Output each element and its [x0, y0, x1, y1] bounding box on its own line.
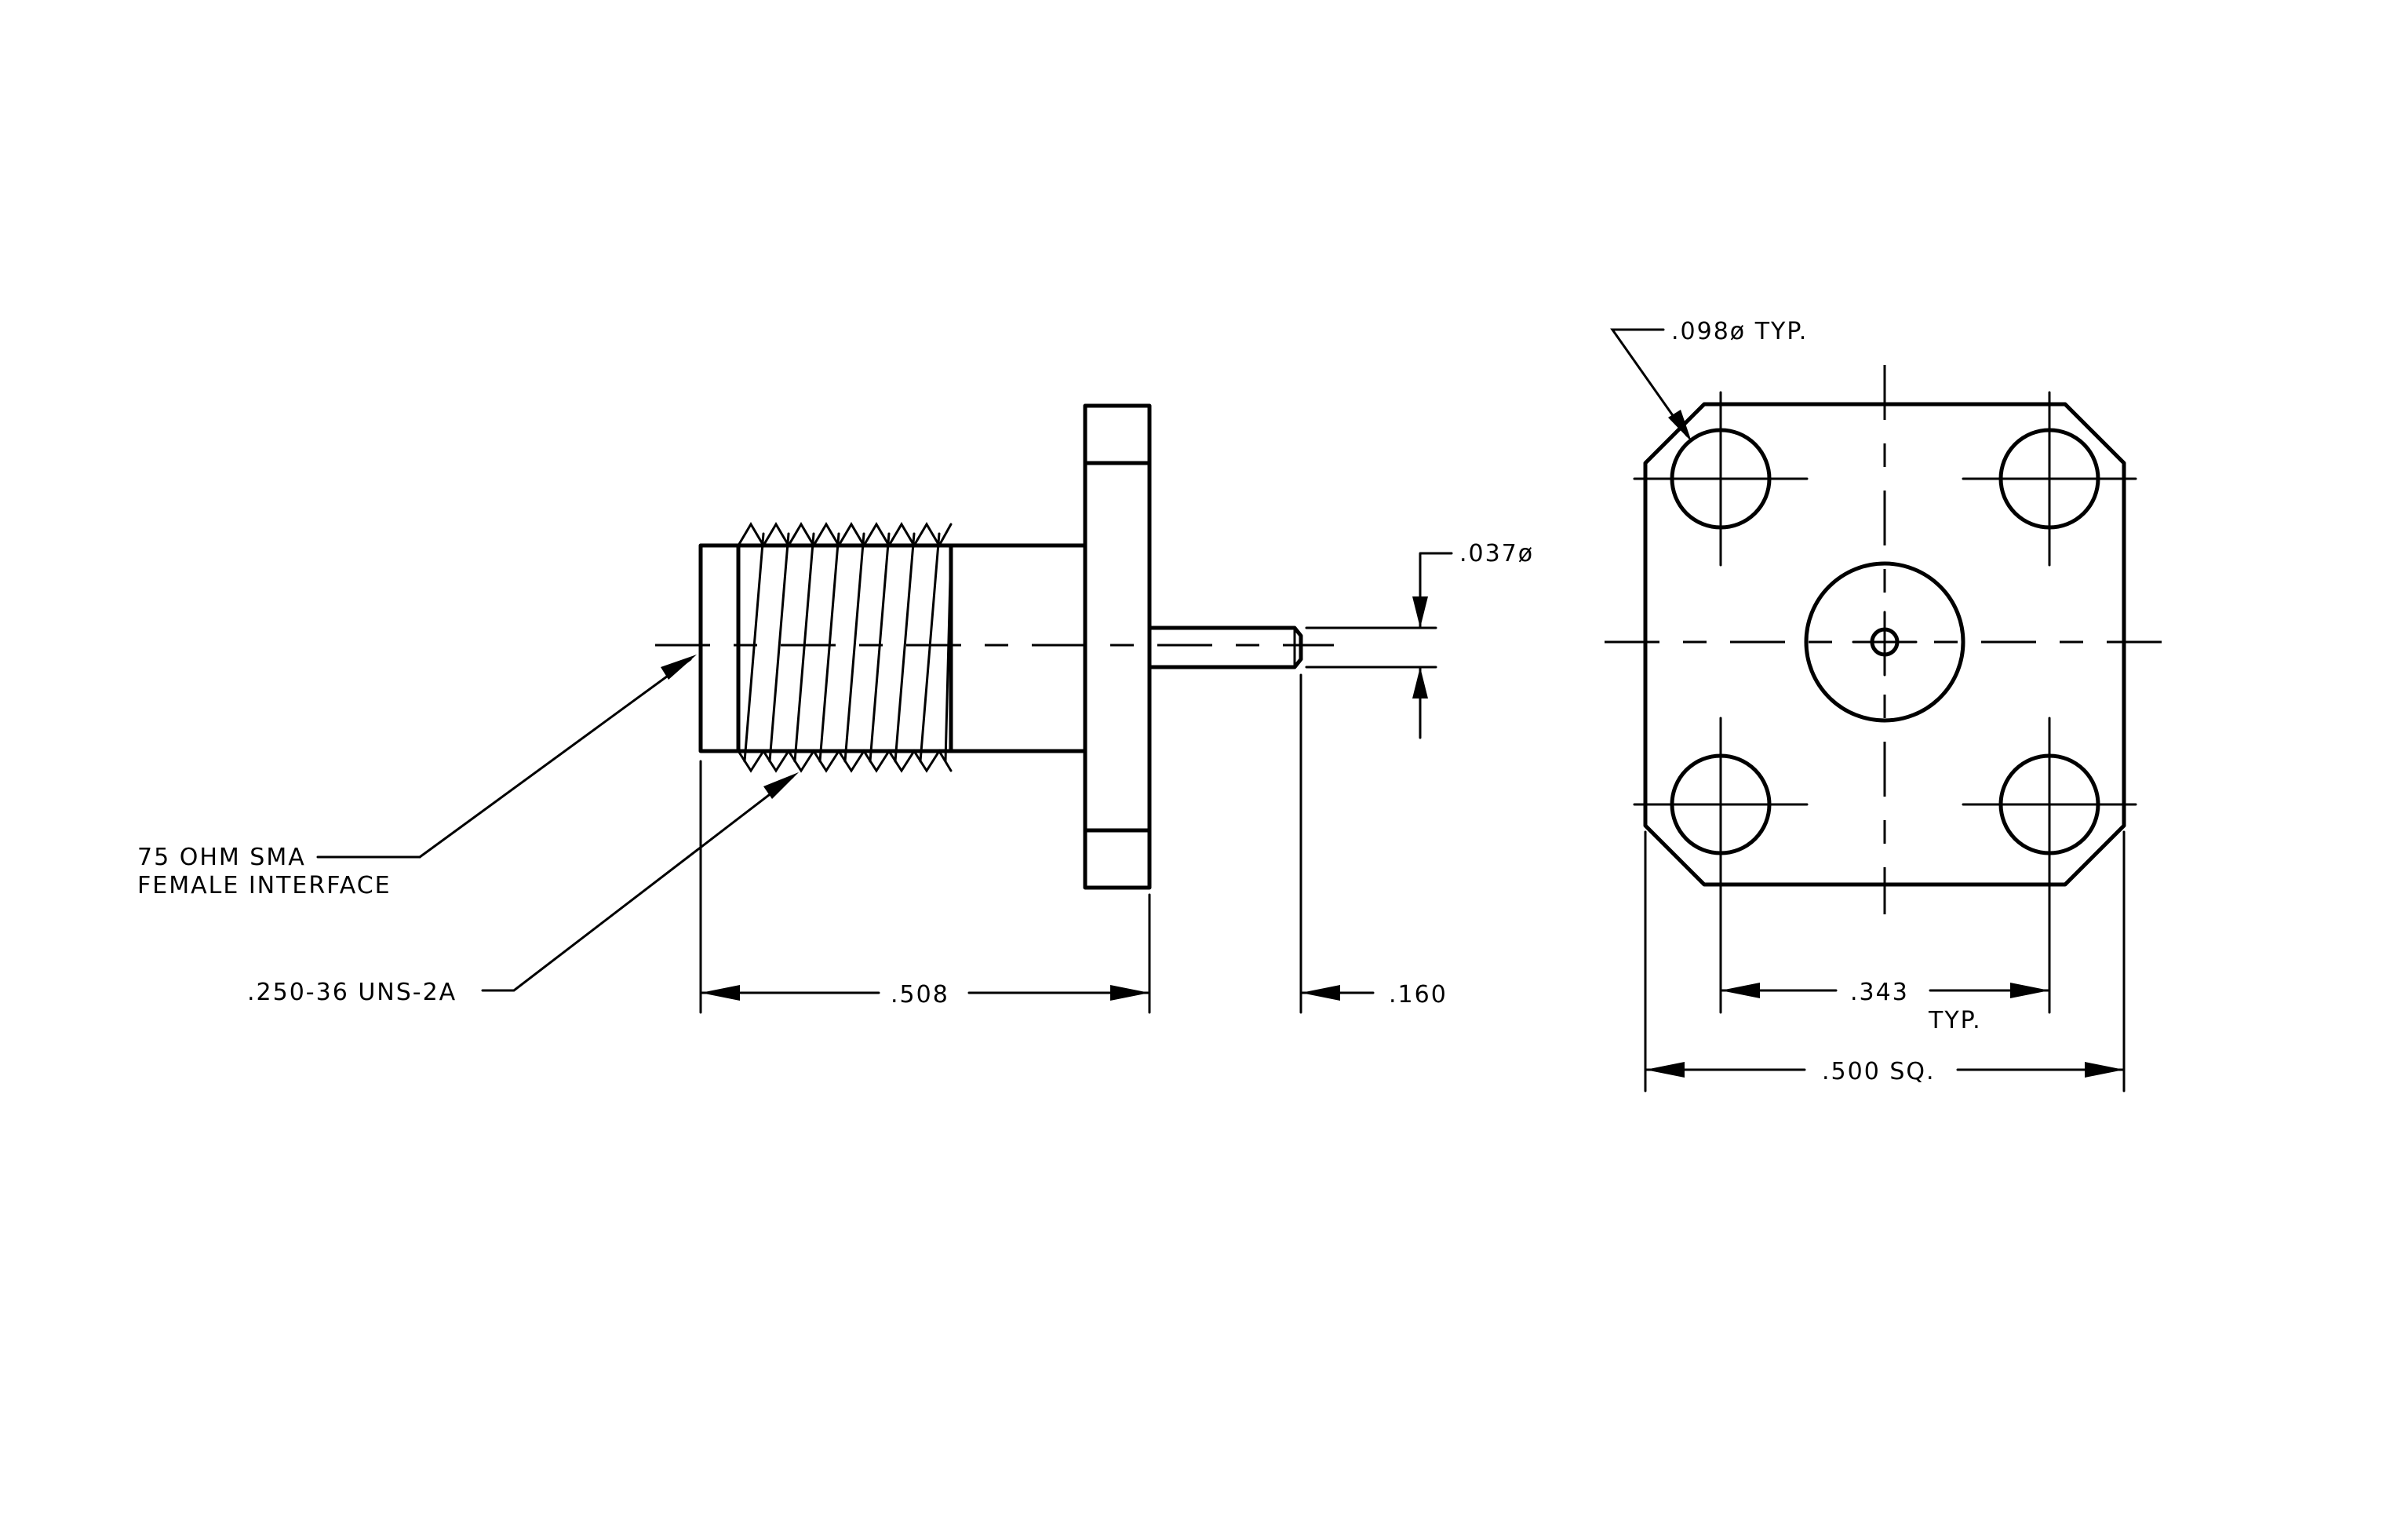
- pin-length-label: .160: [1389, 981, 1448, 1009]
- side-view: .037ø .508 .160 75 OHM SMA FEMALE INTERF…: [137, 403, 1534, 1014]
- center-pin: [1147, 626, 1303, 669]
- hole-diameter-label: .098ø TYP.: [1671, 318, 1808, 345]
- pin-dia-arrow-top: [1412, 596, 1428, 628]
- interface-leader-arrow: [661, 655, 697, 680]
- flange-square: [1643, 402, 2126, 887]
- length-arrow-left: [701, 985, 740, 1001]
- hole-spacing-label: .343: [1850, 979, 1909, 1006]
- thread-helix: [743, 532, 953, 763]
- thread-leader-arrow: [763, 772, 799, 799]
- pin-dia-arrow-bottom: [1412, 667, 1428, 698]
- pin-dia-extension-lines: [1305, 626, 1437, 669]
- center-crosshair: [1852, 611, 1918, 677]
- thread-label: .250-36 UNS-2A: [247, 979, 457, 1006]
- hole-spacing-note: TYP.: [1928, 1007, 1982, 1034]
- flange-hole-edges: [1083, 461, 1152, 833]
- pin-dia-dim-line: [1419, 552, 1453, 739]
- body-barrel: [949, 543, 1087, 753]
- interface-leader: [418, 658, 692, 859]
- pin-diameter-label: .037ø: [1459, 540, 1534, 567]
- interface-label-line1: 75 OHM SMA: [137, 844, 306, 871]
- hole-dia-arrow: [1668, 410, 1692, 442]
- flange: [1083, 403, 1152, 890]
- length-label: .508: [891, 981, 949, 1009]
- flange-size-arrow-left: [1645, 1062, 1685, 1078]
- interface-label-line2: FEMALE INTERFACE: [137, 872, 392, 899]
- thread-crests: [737, 522, 953, 773]
- threaded-body: [736, 543, 953, 753]
- flange-size-arrow-right: [2085, 1062, 2124, 1078]
- interface-sleeve: [698, 543, 741, 753]
- flange-size-label: .500 SQ.: [1822, 1058, 1936, 1085]
- front-view: .098ø TYP. .343 TYP. .500 SQ.: [1605, 318, 2166, 1092]
- hole-spacing-arrow-right: [2010, 983, 2049, 998]
- pin-length-arrow: [1301, 985, 1340, 1001]
- hole-dia-leader: [1610, 328, 1689, 437]
- front-extension-lines: [1644, 830, 2126, 1092]
- length-arrow-right: [1110, 985, 1149, 1001]
- thread-leader: [481, 775, 794, 992]
- hole-centerlines: [1633, 391, 2137, 892]
- hole-spacing-arrow-left: [1721, 983, 1760, 998]
- length-extension-lines: [699, 673, 1302, 1014]
- center-dielectric: [1804, 561, 1965, 723]
